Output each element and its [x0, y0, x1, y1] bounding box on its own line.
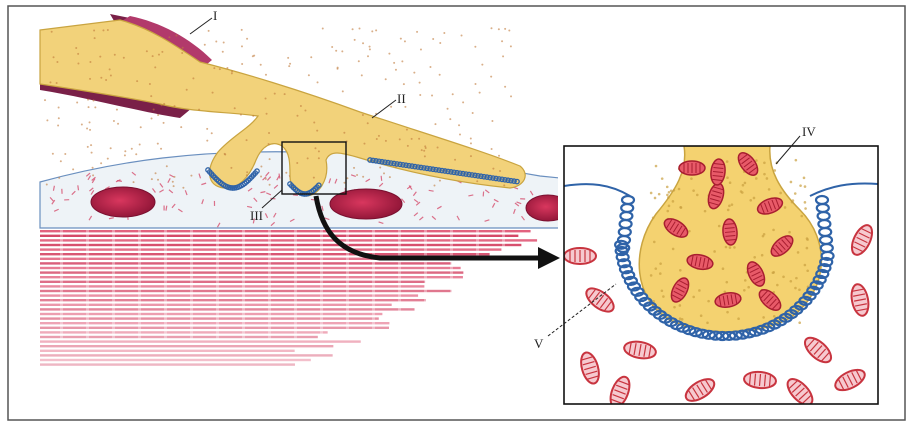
label-III-text: III: [250, 208, 263, 223]
label-IV-text: IV: [802, 124, 816, 139]
inset-panel: [564, 146, 878, 410]
label-I-text: I: [213, 8, 217, 23]
label-V-text: V: [534, 336, 544, 351]
muscle-nucleus: [91, 187, 155, 217]
label-II-text: II: [397, 91, 406, 106]
